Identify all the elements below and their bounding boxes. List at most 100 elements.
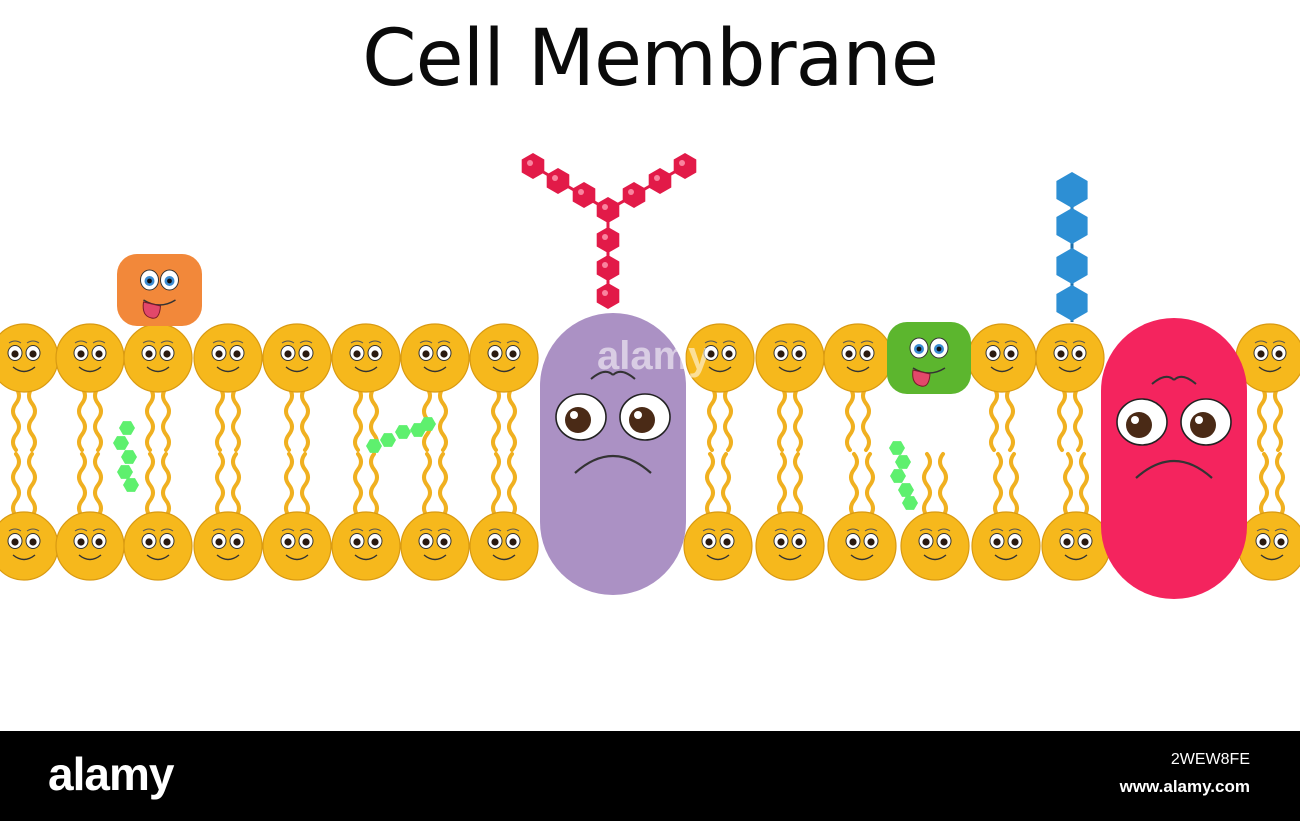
smiley-face-icon bbox=[55, 323, 125, 393]
pupil bbox=[491, 350, 499, 358]
pupil-center bbox=[147, 278, 152, 284]
sugar-hexagon bbox=[546, 168, 570, 194]
pupil bbox=[795, 350, 803, 358]
brow bbox=[846, 528, 860, 532]
lipid-tail bbox=[989, 386, 999, 452]
lipid-tail bbox=[438, 452, 448, 518]
pupil bbox=[371, 538, 379, 546]
pupil bbox=[163, 538, 171, 546]
orange-peripheral-protein bbox=[117, 254, 202, 326]
sugar-hexagon bbox=[1056, 172, 1088, 208]
pupil bbox=[1075, 350, 1083, 358]
phospholipid-head-top bbox=[967, 323, 1037, 393]
phospholipid-head-bottom bbox=[827, 511, 897, 581]
phospholipid-head-top bbox=[0, 323, 59, 393]
cholesterol-ring bbox=[420, 417, 436, 431]
smile bbox=[12, 554, 36, 561]
brow bbox=[488, 528, 502, 532]
pupil bbox=[11, 350, 19, 358]
brow bbox=[590, 370, 614, 380]
pupil bbox=[845, 350, 853, 358]
sugar-hexagon bbox=[1056, 208, 1088, 244]
brow bbox=[864, 528, 878, 532]
phospholipid-head-top bbox=[400, 323, 470, 393]
lipid-tail bbox=[215, 452, 225, 518]
sugar-shine bbox=[578, 189, 584, 195]
brow bbox=[488, 340, 502, 344]
smiley-face-icon bbox=[123, 511, 193, 581]
sugar-hexagon bbox=[1056, 285, 1088, 321]
phospholipid-tails bbox=[11, 386, 1285, 518]
protein-body bbox=[540, 313, 686, 595]
lipid-tail bbox=[215, 386, 225, 452]
sugar-shine bbox=[602, 262, 608, 268]
cholesterol-ring bbox=[113, 436, 129, 450]
smiley-face-icon bbox=[755, 511, 825, 581]
smile bbox=[708, 366, 732, 373]
brow bbox=[230, 528, 244, 532]
brow bbox=[1274, 528, 1288, 532]
cholesterol-ring bbox=[889, 441, 905, 455]
smile bbox=[778, 554, 802, 561]
membrane-diagram bbox=[0, 153, 1300, 599]
pupil bbox=[371, 350, 379, 358]
pupil bbox=[422, 350, 430, 358]
phospholipid-head-top bbox=[331, 323, 401, 393]
brow bbox=[792, 528, 806, 532]
lipid-tail bbox=[353, 386, 363, 452]
pupil bbox=[863, 350, 871, 358]
brow bbox=[26, 340, 40, 344]
sugar-shine bbox=[602, 234, 608, 240]
brow bbox=[506, 528, 520, 532]
brow bbox=[437, 340, 451, 344]
lipid-tail bbox=[369, 452, 379, 518]
lipid-tail bbox=[777, 452, 787, 518]
lipid-tail bbox=[145, 452, 155, 518]
pupil bbox=[993, 538, 1001, 546]
smiley-face-icon bbox=[683, 511, 753, 581]
smile bbox=[78, 554, 102, 561]
smiley-face-icon bbox=[469, 511, 539, 581]
lipid-tail bbox=[1009, 452, 1019, 518]
lipid-tail bbox=[507, 452, 517, 518]
smile bbox=[1064, 554, 1088, 561]
brow bbox=[26, 528, 40, 532]
sugar-hexagon bbox=[648, 168, 672, 194]
cholesterol-ring bbox=[380, 433, 396, 447]
phospholipid-head-bottom bbox=[193, 511, 263, 581]
pupil bbox=[215, 538, 223, 546]
brow bbox=[1004, 340, 1018, 344]
pupil bbox=[77, 538, 85, 546]
brow bbox=[1256, 528, 1270, 532]
smile bbox=[846, 366, 870, 373]
alamy-logo: alamy bbox=[48, 748, 174, 800]
brow bbox=[506, 340, 520, 344]
phospholipid-head-top bbox=[823, 323, 893, 393]
lipid-tail bbox=[77, 386, 87, 452]
lipid-tail bbox=[922, 452, 932, 518]
smiley-face-icon bbox=[55, 511, 125, 581]
sugar-hexagon bbox=[622, 182, 646, 208]
smile bbox=[354, 554, 378, 561]
smile bbox=[923, 554, 947, 561]
lipid-tail bbox=[353, 452, 363, 518]
smile bbox=[216, 554, 240, 561]
pupil bbox=[29, 538, 37, 546]
pupil bbox=[777, 538, 785, 546]
phospholipid-head-top bbox=[123, 323, 193, 393]
brow bbox=[1254, 340, 1268, 344]
pupil bbox=[145, 350, 153, 358]
pupil bbox=[867, 538, 875, 546]
pupil bbox=[940, 538, 948, 546]
smiley-face-icon bbox=[262, 511, 332, 581]
lipid-tail bbox=[1073, 386, 1083, 452]
smile bbox=[990, 366, 1014, 373]
sugar-hexagon bbox=[596, 283, 620, 309]
smiley-face-icon bbox=[1035, 323, 1105, 393]
phospholipid-head-top bbox=[685, 323, 755, 393]
lipid-tail bbox=[284, 452, 294, 518]
brow bbox=[1151, 375, 1175, 385]
lipid-tail bbox=[77, 452, 87, 518]
phospholipid-head-bottom bbox=[1041, 511, 1111, 581]
brow bbox=[1272, 340, 1286, 344]
